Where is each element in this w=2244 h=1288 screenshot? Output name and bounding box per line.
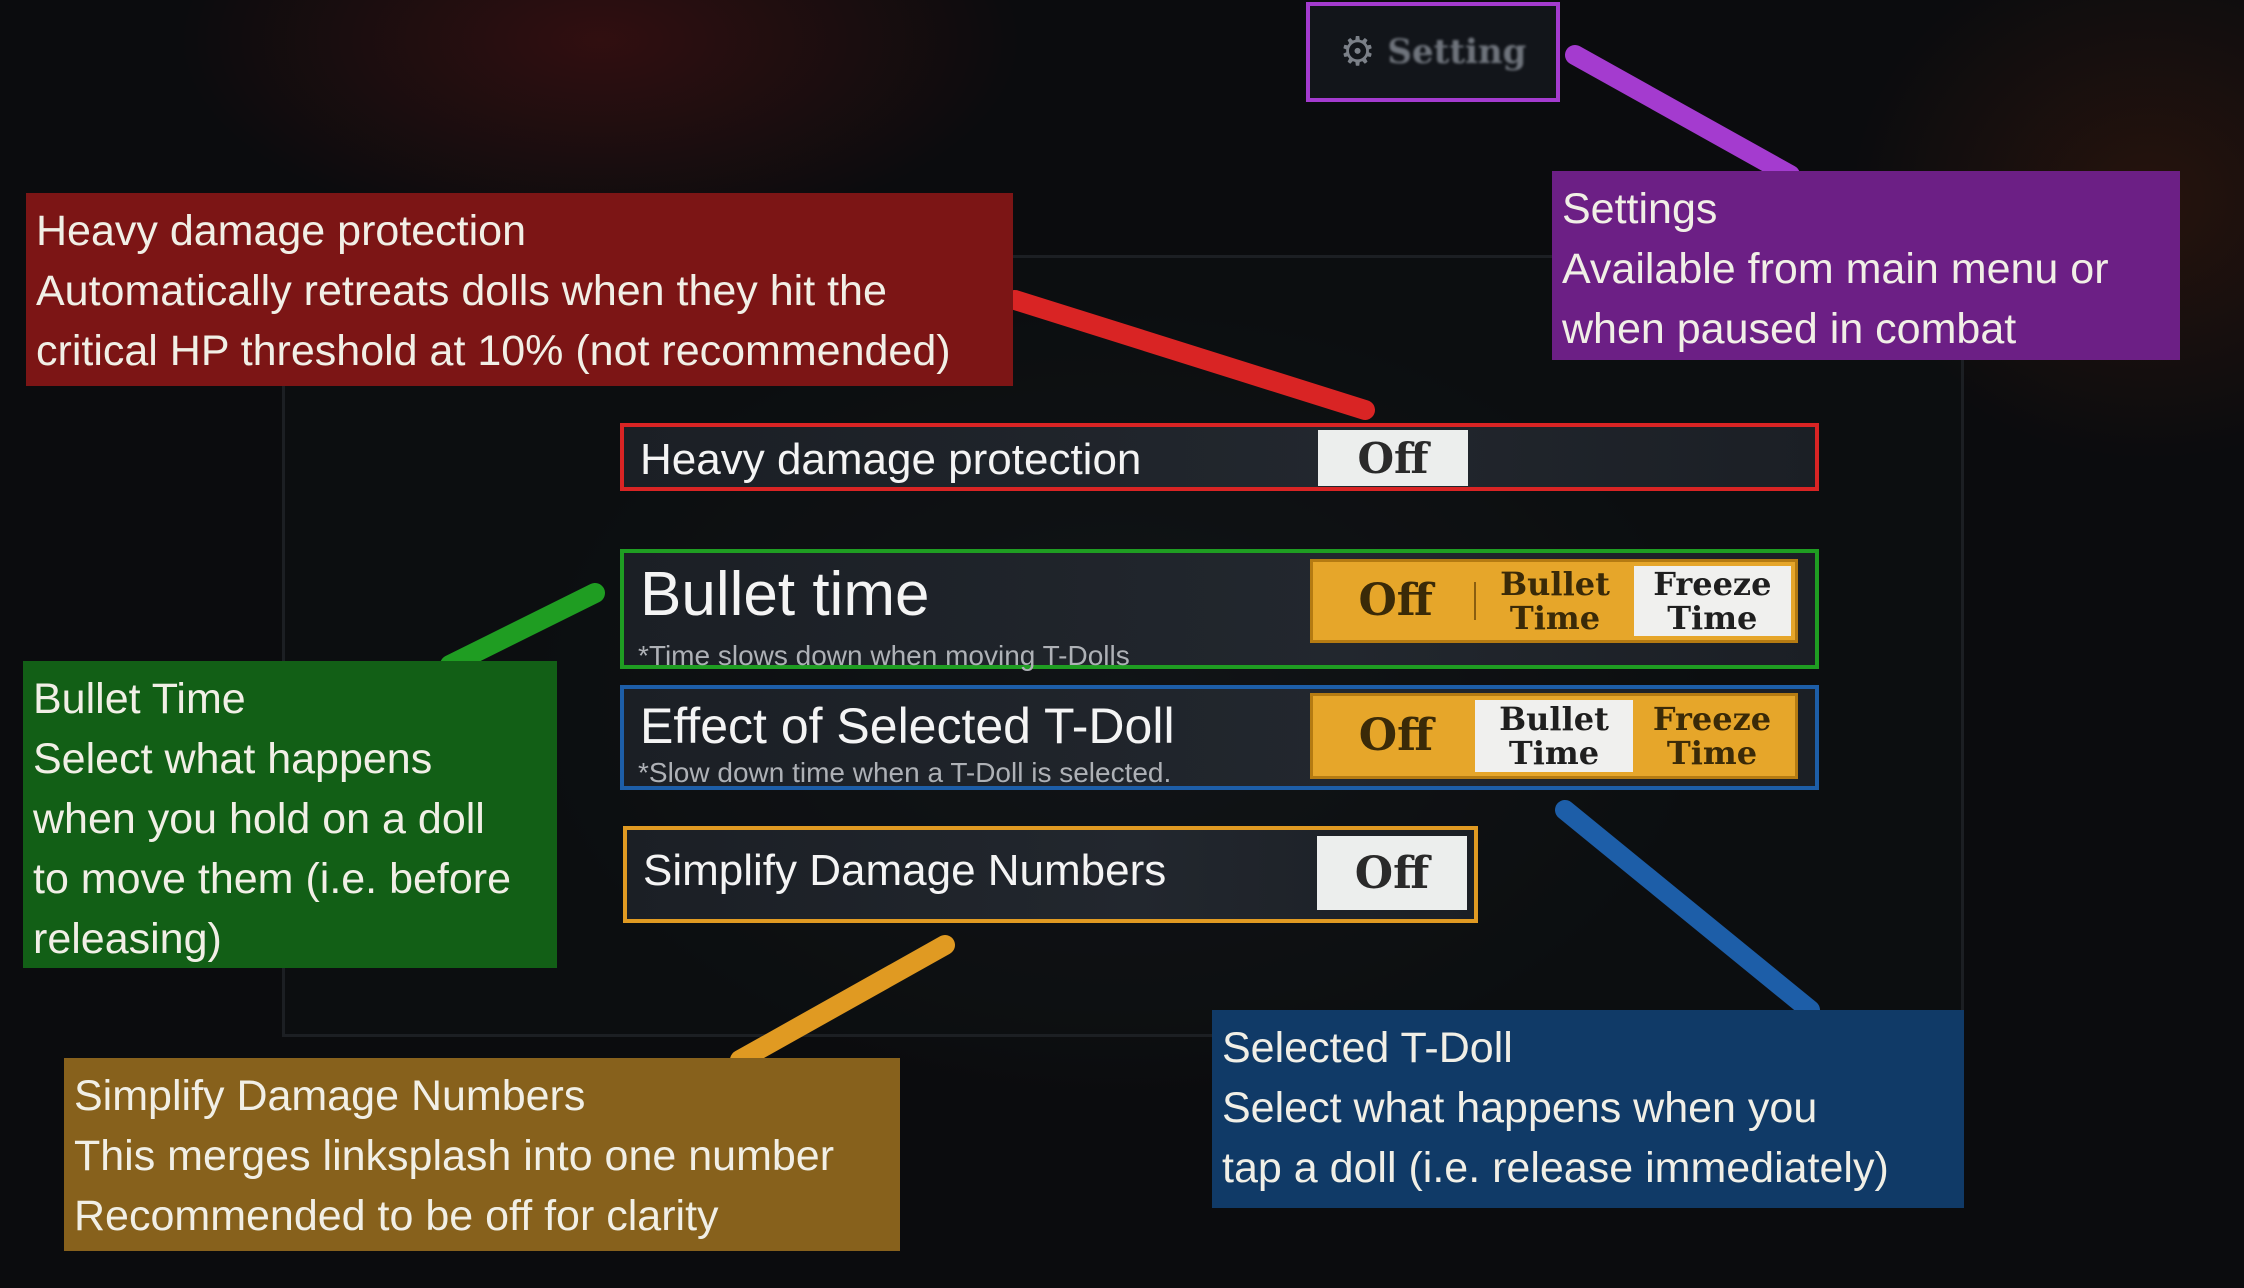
note-heavy-damage: Heavy damage protection Automatically re… xyxy=(26,193,1013,386)
note-selected-line-3: tap a doll (i.e. release immediately) xyxy=(1222,1144,1889,1192)
effect-selected-option-off[interactable]: Off xyxy=(1358,710,1434,761)
connector-green xyxy=(440,583,605,675)
note-simplify-line-2: This merges linksplash into one number xyxy=(74,1132,835,1180)
connector-blue xyxy=(1555,800,1820,1020)
setting-button[interactable]: ⚙ Setting xyxy=(1306,2,1560,102)
note-heavy-line-3: critical HP threshold at 10% (not recomm… xyxy=(36,327,951,375)
effect-selected-selector: Off Bullet Time Freeze Time xyxy=(1310,693,1798,779)
effect-selected-option-freeze[interactable]: Freeze Time xyxy=(1652,700,1772,772)
note-bullet-line-4: to move them (i.e. before xyxy=(33,855,511,903)
note-heavy-line-2: Automatically retreats dolls when they h… xyxy=(36,267,887,315)
note-selected-tdoll: Selected T-Doll Select what happens when… xyxy=(1212,1010,1964,1208)
note-selected-line-1: Selected T-Doll xyxy=(1222,1024,1513,1072)
bullet-time-selector: Off Bullet Time Freeze Time xyxy=(1310,559,1798,643)
bullet-time-option-off[interactable]: Off xyxy=(1358,575,1433,626)
segment-divider xyxy=(1474,582,1477,620)
note-bullet-line-3: when you hold on a doll xyxy=(33,795,485,843)
note-simplify-line-1: Simplify Damage Numbers xyxy=(74,1072,586,1120)
note-settings: Settings Available from main menu or whe… xyxy=(1552,171,2180,360)
note-selected-line-2: Select what happens when you xyxy=(1222,1084,1818,1132)
gear-icon: ⚙ xyxy=(1339,29,1376,75)
bullet-time-option-freeze[interactable]: Freeze Time xyxy=(1633,566,1791,636)
note-bullet-line-2: Select what happens xyxy=(33,735,433,783)
effect-selected-title: Effect of Selected T-Doll xyxy=(640,698,1175,754)
simplify-damage-toggle[interactable]: Off xyxy=(1317,836,1467,910)
note-simplify-line-3: Recommended to be off for clarity xyxy=(74,1192,719,1240)
effect-selected-subtitle: *Slow down time when a T-Doll is selecte… xyxy=(638,757,1172,788)
bullet-time-option-bullet[interactable]: Bullet Time xyxy=(1500,565,1610,637)
setting-row-bullet-time: Bullet time *Time slows down when moving… xyxy=(620,549,1819,671)
setting-row-effect-selected: Effect of Selected T-Doll *Slow down tim… xyxy=(620,685,1819,790)
note-bullet-line-5: releasing) xyxy=(33,915,222,963)
note-bullet-time: Bullet Time Select what happens when you… xyxy=(23,661,557,968)
note-settings-line-1: Settings xyxy=(1562,185,1718,233)
note-settings-line-2: Available from main menu or xyxy=(1562,245,2109,293)
simplify-damage-title: Simplify Damage Numbers xyxy=(643,846,1167,895)
note-settings-line-3: when paused in combat xyxy=(1562,305,2017,353)
setting-row-simplify-damage: Simplify Damage Numbers Off xyxy=(623,826,1478,923)
note-simplify-damage: Simplify Damage Numbers This merges link… xyxy=(64,1058,900,1251)
bullet-time-title: Bullet time xyxy=(640,560,930,629)
connector-red xyxy=(1005,290,1375,420)
heavy-damage-title: Heavy damage protection xyxy=(640,435,1142,484)
setting-button-label: Setting xyxy=(1387,32,1527,72)
note-heavy-line-1: Heavy damage protection xyxy=(36,207,527,255)
connector-orange xyxy=(730,935,955,1070)
effect-selected-option-bullet[interactable]: Bullet Time xyxy=(1475,700,1633,772)
note-bullet-line-1: Bullet Time xyxy=(33,675,246,723)
bullet-time-subtitle: *Time slows down when moving T-Dolls xyxy=(638,640,1130,671)
connector-purple xyxy=(1565,45,1800,185)
setting-row-heavy-damage: Heavy damage protection Off xyxy=(620,423,1819,491)
heavy-damage-toggle[interactable]: Off xyxy=(1318,430,1468,486)
